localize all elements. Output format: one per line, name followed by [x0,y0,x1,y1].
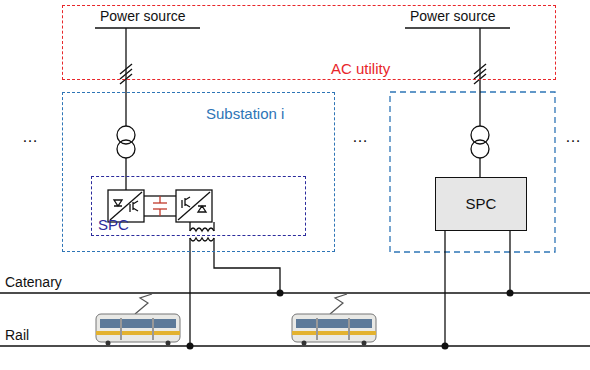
node-label: AC utility [331,60,390,77]
catenary-line [0,292,590,293]
node-label: SPC [98,216,129,233]
substation-box: Substation i SPC [62,92,335,252]
spc-box: SPC [435,177,527,231]
ellipsis: … [565,128,581,146]
capacitor-symbol [153,196,167,216]
spc-box: SPC [91,176,306,236]
rail-line [0,345,590,346]
source-label: Power source [410,8,496,24]
line-label: Rail [5,327,29,343]
line-label: Catenary [5,274,62,290]
node-label: Substation i [206,105,284,122]
train [96,294,180,346]
substation-box [390,92,555,252]
ellipsis: … [22,128,38,146]
node-label: SPC [466,195,497,212]
source-label: Power source [100,8,186,24]
junction-dots [187,290,514,350]
train [292,294,376,346]
ellipsis: … [352,128,368,146]
